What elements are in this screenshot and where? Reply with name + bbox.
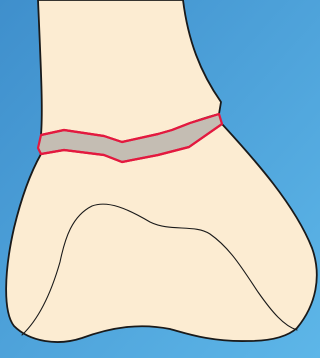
bone-diagram (0, 0, 320, 358)
diagram-canvas (0, 0, 320, 358)
